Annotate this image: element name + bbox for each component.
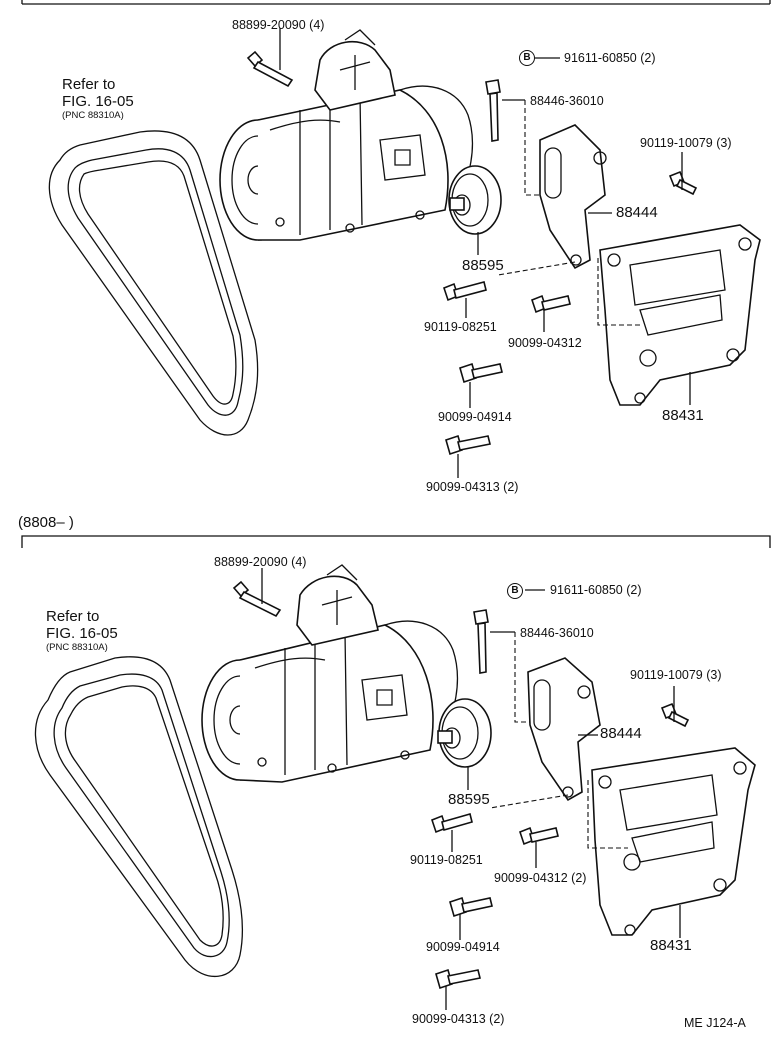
- bolt-88899-lower: [232, 580, 282, 618]
- compressor: [219, 29, 474, 241]
- part-label-88446-36010-lower: 88446-36010: [520, 626, 594, 640]
- idler-pulley-lower: [437, 698, 492, 768]
- bolt-90099-04312: [531, 294, 571, 314]
- pnc-reference-lower: (PNC 88310A): [46, 642, 108, 653]
- bolt-90099-04312-lower: [519, 826, 559, 846]
- part-label-90099-04313-lower: 90099-04313 (2): [412, 1012, 505, 1026]
- top-frame: [21, 0, 771, 5]
- bolt-90119-10079: [668, 170, 698, 196]
- bolt-90099-04313: [445, 434, 491, 456]
- part-label-90099-04914: 90099-04914: [438, 410, 512, 424]
- part-label-88899-20090: 88899-20090 (4): [232, 18, 325, 32]
- part-label-90119-08251: 90119-08251: [424, 320, 497, 334]
- top-section: [48, 28, 761, 478]
- bolt-90119-08251: [443, 281, 487, 302]
- v-belt: [48, 130, 259, 436]
- part-label-90119-10079: 90119-10079 (3): [640, 136, 732, 150]
- part-label-91611-60850-lower: 91611-60850 (2): [550, 583, 642, 597]
- section-divider: [21, 535, 771, 548]
- compressor-lower: [201, 564, 459, 783]
- figure-reference-lower: FIG. 16-05: [46, 625, 118, 642]
- part-label-88595: 88595: [462, 257, 504, 274]
- part-label-90099-04312-lower: 90099-04312 (2): [494, 871, 587, 885]
- refer-to-text-lower: Refer to: [46, 608, 100, 625]
- part-label-88444: 88444: [616, 204, 658, 221]
- figure-code: ME J124-A: [684, 1016, 746, 1030]
- part-label-90119-10079-lower: 90119-10079 (3): [630, 668, 722, 682]
- v-belt-lower: [34, 656, 244, 977]
- part-label-88446-36010: 88446-36010: [530, 94, 604, 108]
- part-label-88595-lower: 88595: [448, 791, 490, 808]
- bolt-90099-04914: [459, 362, 503, 384]
- pnc-reference: (PNC 88310A): [62, 110, 124, 121]
- part-label-91611-60850: 91611-60850 (2): [564, 51, 656, 65]
- part-label-90099-04313: 90099-04313 (2): [426, 480, 519, 494]
- part-label-90119-08251-lower: 90119-08251: [410, 853, 483, 867]
- part-label-88444-lower: 88444: [600, 725, 642, 742]
- part-label-88431: 88431: [662, 407, 704, 424]
- bracket-88444-lower: [527, 657, 601, 802]
- bolt-90119-10079-lower: [660, 702, 690, 728]
- part-label-90099-04914-lower: 90099-04914: [426, 940, 500, 954]
- bracket-88431: [599, 224, 761, 406]
- part-label-90099-04312: 90099-04312: [508, 336, 582, 350]
- bolt-90119-08251-lower: [431, 813, 473, 834]
- bolt-90099-04914-lower: [449, 896, 493, 918]
- bolt-88899: [246, 50, 294, 88]
- refer-to-text: Refer to: [62, 76, 116, 93]
- bolt-88446-lower: [473, 609, 489, 674]
- bracket-88431-lower: [591, 747, 756, 936]
- figure-reference: FIG. 16-05: [62, 93, 134, 110]
- date-range-label: (8808– ): [18, 514, 74, 531]
- marker-b: B: [519, 50, 535, 66]
- idler-pulley: [448, 165, 502, 235]
- marker-b-lower: B: [507, 583, 523, 599]
- bottom-section: [34, 564, 756, 1010]
- bracket-88444: [539, 124, 607, 270]
- bolt-88446: [485, 79, 501, 142]
- part-label-88899-20090-lower: 88899-20090 (4): [214, 555, 307, 569]
- bolt-90099-04313-lower: [435, 968, 481, 990]
- part-label-88431-lower: 88431: [650, 937, 692, 954]
